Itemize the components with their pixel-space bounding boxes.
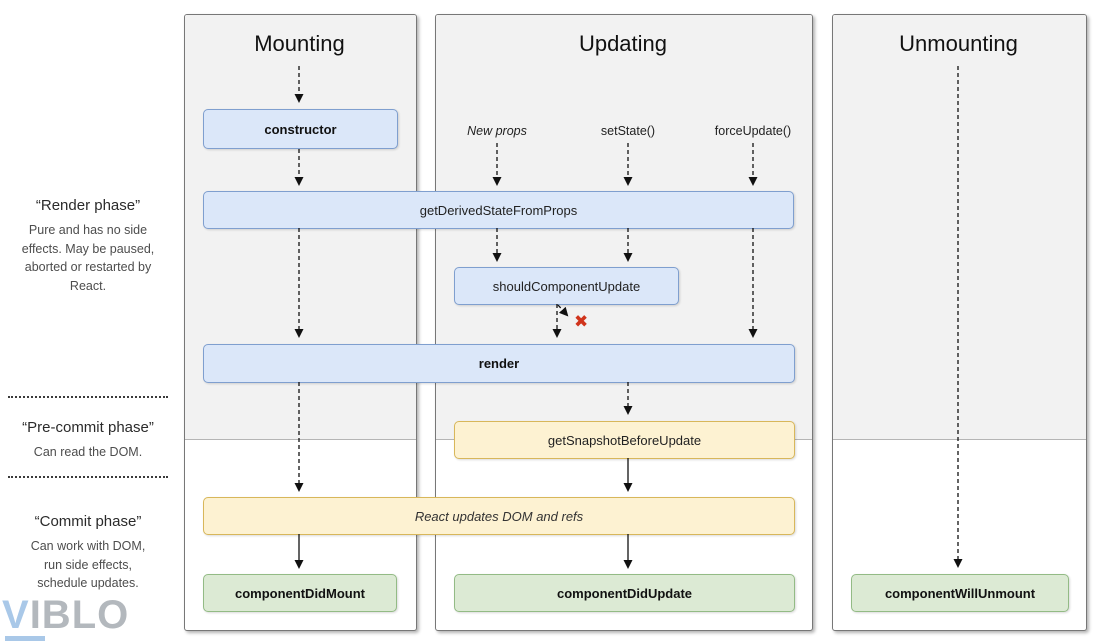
render-phase-title: “Render phase” (35, 197, 141, 214)
trigger-set-state: setState() (600, 124, 656, 138)
node-component-did-mount: componentDidMount (203, 574, 397, 612)
node-react-updates-dom: React updates DOM and refs (203, 497, 795, 535)
unmounting-panel (832, 14, 1087, 631)
node-render: render (203, 344, 795, 383)
commit-phase-description: Can work with DOM, run side effects, sch… (30, 539, 146, 590)
updating-title: Updating (578, 31, 668, 56)
node-should-component-update: shouldComponentUpdate (454, 267, 679, 305)
viblo-logo-rest: IBLO (29, 593, 130, 637)
render-phase-description: Pure and has no side effects. May be pau… (21, 223, 155, 293)
node-get-snapshot-before-update: getSnapshotBeforeUpdate (454, 421, 795, 459)
pre-commit-phase-description: Can read the DOM. (33, 445, 143, 459)
commit-phase-title: “Commit phase” (34, 513, 142, 530)
pre-commit-phase-title: “Pre-commit phase” (22, 419, 154, 436)
node-get-derived-state-from-props: getDerivedStateFromProps (203, 191, 794, 229)
viblo-logo-underline (5, 636, 45, 641)
commit-phase-label: “Commit phase” Can work with DOM, run si… (23, 513, 153, 593)
updating-panel (435, 14, 813, 631)
viblo-logo-v: V (2, 593, 30, 637)
mounting-title: Mounting (254, 31, 345, 56)
trigger-new-props: New props (467, 124, 527, 138)
phase-divider (8, 476, 168, 478)
trigger-force-update: forceUpdate() (714, 124, 792, 138)
node-constructor: constructor (203, 109, 398, 149)
render-phase-label: “Render phase” Pure and has no side effe… (18, 197, 158, 295)
node-component-did-update: componentDidUpdate (454, 574, 795, 612)
viblo-logo: VIBLO (2, 595, 129, 635)
unmounting-render-phase-zone (833, 15, 1086, 440)
node-component-will-unmount: componentWillUnmount (851, 574, 1069, 612)
mounting-panel (184, 14, 417, 631)
unmounting-title: Unmounting (899, 31, 1018, 56)
pre-commit-phase-label: “Pre-commit phase” Can read the DOM. (8, 419, 168, 462)
phase-divider (8, 396, 168, 398)
cancel-x-icon: ✖ (574, 312, 589, 331)
